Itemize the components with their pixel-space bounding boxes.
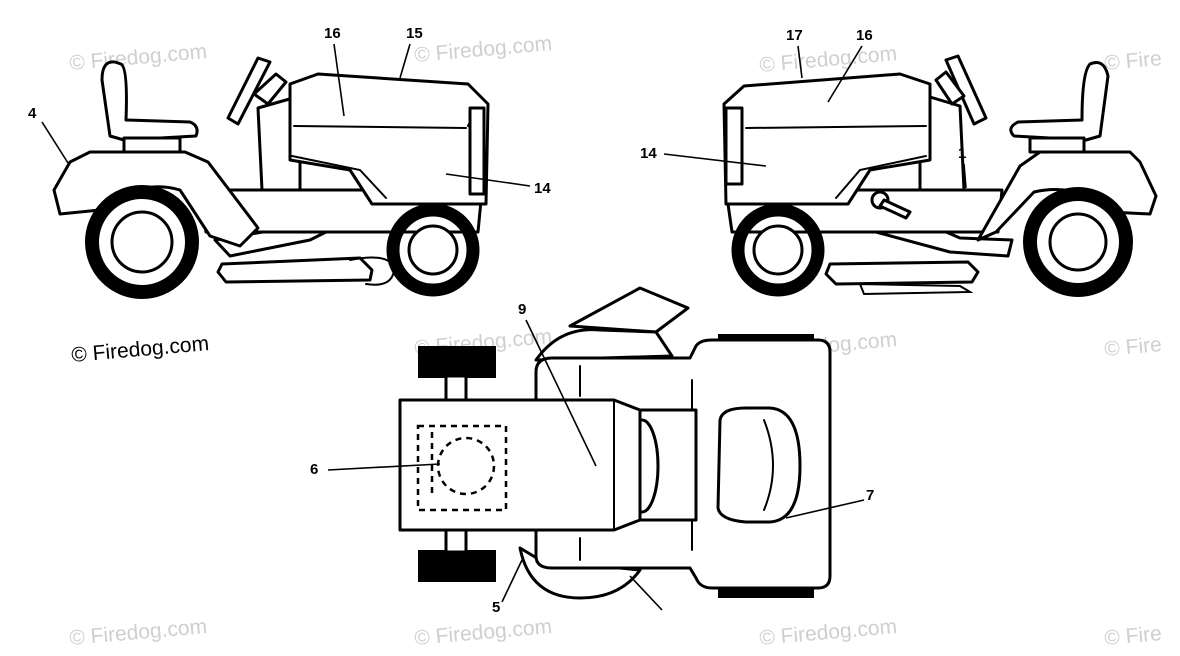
watermark: © Firedog.com (68, 615, 208, 650)
watermark: © Fire (1103, 47, 1162, 75)
watermark: © Fire (1103, 622, 1162, 650)
steering-wheel (944, 54, 988, 126)
deck-edge (534, 328, 674, 362)
watermark: © Fire (1103, 333, 1162, 361)
seat (716, 406, 802, 524)
front-rim (752, 224, 804, 276)
leader-line (399, 43, 411, 79)
rear-rim (1048, 212, 1108, 272)
front-rim (407, 224, 459, 276)
leader-line (333, 43, 345, 117)
watermark: © Firedog.com (413, 32, 553, 67)
leader-line (525, 319, 597, 467)
hood-side-line (835, 155, 927, 199)
front-wheel (418, 550, 496, 582)
leader-line (827, 45, 863, 103)
leader-line (663, 153, 767, 167)
callout-15: 15 (406, 25, 423, 42)
headlight-grille (468, 106, 486, 196)
rear-rim (110, 210, 174, 274)
seat-base (122, 136, 182, 154)
callout-6: 6 (310, 461, 318, 478)
engine-outline (416, 424, 508, 512)
leader-line (327, 463, 441, 471)
callout-4: 4 (28, 105, 37, 122)
leader-line (797, 45, 803, 79)
callout-7: 7 (866, 487, 874, 504)
front-wheel (418, 346, 496, 378)
seat-base (1028, 136, 1086, 154)
leader-line (629, 575, 663, 611)
leader-line (785, 499, 865, 519)
tractor-left-side-view: 4 16 15 14 (28, 25, 551, 299)
steering-column (934, 70, 966, 106)
rear-tire (1023, 187, 1133, 297)
hood (722, 72, 932, 206)
hood (288, 72, 490, 206)
front-tire (731, 203, 825, 297)
mower-deck (216, 256, 374, 284)
tractor-top-view: 9 6 7 5 (310, 286, 874, 616)
hood-crease (293, 125, 467, 129)
callout-14: 14 (640, 145, 657, 162)
seat-curve (763, 419, 774, 511)
watermark: © Firedog.com (68, 40, 208, 75)
watermark: © Firedog.com (413, 615, 553, 650)
callout-17: 17 (786, 27, 803, 44)
engine-flywheel (436, 436, 496, 496)
watermark: © Firedog.com (758, 615, 898, 650)
tractor-right-side-view: 17 16 14 1 (640, 27, 1158, 297)
callout-5: 5 (492, 599, 500, 616)
front-axle-stub (444, 374, 468, 402)
headlight-grille (724, 106, 744, 186)
callout-9: 9 (518, 301, 526, 318)
callout-16: 16 (856, 27, 873, 44)
callout-16: 16 (324, 25, 341, 42)
watermark: © Firedog.com (758, 42, 898, 77)
mower-deck (518, 546, 642, 600)
steering-column (252, 72, 288, 106)
rear-tire (85, 185, 199, 299)
lift-lever (878, 198, 912, 220)
leader-line (963, 163, 967, 189)
callout-1: 1 (958, 145, 966, 162)
leader-line (41, 121, 69, 164)
hood-crease (745, 125, 927, 129)
front-tire (386, 203, 480, 297)
hood-side-line (291, 155, 387, 199)
seat (100, 60, 199, 142)
deck-skirt (858, 282, 974, 296)
leader-line (501, 559, 523, 603)
steering-wheel (226, 56, 272, 126)
callout-14: 14 (534, 180, 551, 197)
seat (1009, 61, 1110, 142)
mower-deck (824, 260, 980, 286)
leader-line (445, 173, 531, 187)
copyright-credit: © Firedog.com (70, 332, 210, 367)
front-axle-stub (444, 526, 468, 554)
discharge-chute (568, 286, 690, 334)
